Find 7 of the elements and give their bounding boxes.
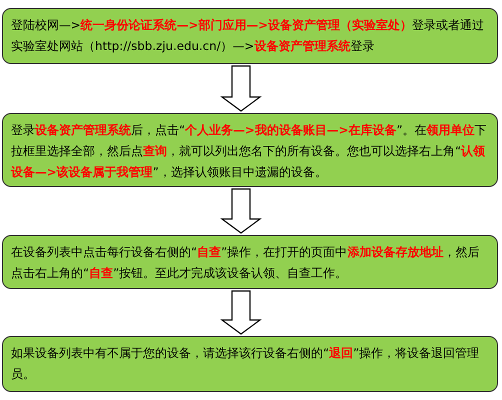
process-box: 如果设备列表中有不属于您的设备，请选择该行设备右侧的“退回”操作，将设备退回管理员。 (2, 336, 498, 392)
process-box: 登陆校网—>统一身份论证系统—>部门应用—>设备资产管理（实验室处）登录或者通过实验室处网站（http://sbb.zju.edu.cn/）—>设备资产管理系统登录 (2, 8, 498, 64)
block-arrow (220, 65, 262, 112)
block-arrow (220, 188, 262, 234)
process-box: 登录设备资产管理系统后，点击“个人业务—>我的设备账目—>在库设备”。在领用单位下拉框里选择全部，然后点查询，就可以列出您名下的所有设备。您也可以选择右上角“认领设备—>该设备属于我管理”，选择认领账目中遗漏的设备。 (2, 113, 498, 187)
process-box: 在设备列表中点击每行设备右侧的“自查”操作，在打开的页面中添加设备存放地址，然后点击右上角的“自查”按钮。至此才完成该设备认领、自查工作。 (2, 235, 498, 289)
block-arrow (220, 290, 262, 335)
